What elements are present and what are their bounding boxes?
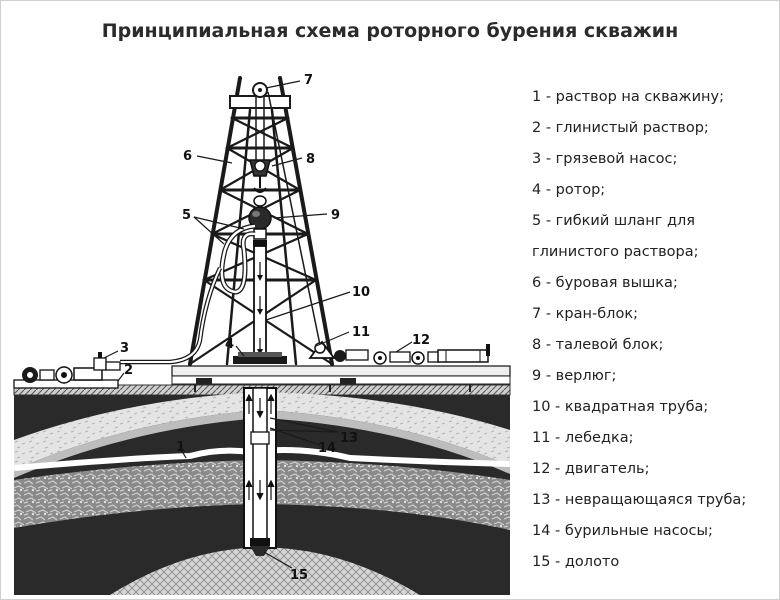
callout-3: 3 [120, 341, 129, 356]
drill-bit [250, 538, 270, 556]
callout-4: 4 [225, 337, 234, 352]
callout-14: 14 [318, 441, 336, 456]
legend-item: 15 - долото [532, 554, 620, 570]
mud-hose [120, 223, 256, 365]
traveling-block [249, 159, 271, 193]
callout-5: 5 [182, 208, 191, 223]
callout-2: 2 [124, 363, 133, 378]
callouts: 1 2 3 4 5 6 7 8 9 10 11 12 13 14 15 [120, 73, 430, 583]
legend: 1 - раствор на скважину; 2 - глинистый р… [532, 82, 772, 578]
diagram-title: Принципиальная схема роторного бурения с… [101, 20, 679, 42]
swivel [248, 195, 272, 246]
leader-lines [103, 80, 413, 569]
kelly-pipe [253, 245, 267, 357]
borehole [243, 387, 277, 549]
crown-block [229, 82, 291, 109]
legend-item: 12 - двигатель; [532, 461, 650, 477]
callout-10: 10 [352, 285, 370, 300]
legend-item: 6 - буровая вышка; [532, 275, 678, 291]
callout-12: 12 [412, 333, 430, 348]
platform [171, 365, 511, 392]
callout-8: 8 [306, 152, 315, 167]
drawworks [308, 340, 369, 362]
legend-item: 13 - невращающаяся труба; [532, 492, 747, 508]
legend-item: 11 - лебедка; [532, 430, 634, 446]
callout-13: 13 [340, 431, 358, 446]
legend-item: 8 - талевой блок; [532, 337, 664, 353]
legend-item: 3 - грязевой насос; [532, 151, 678, 167]
mud-pump [13, 352, 121, 389]
legend-item: 9 - верлюг; [532, 368, 617, 384]
rotary-table [233, 352, 287, 364]
callout-15: 15 [290, 568, 308, 583]
callout-6: 6 [183, 149, 192, 164]
callout-11: 11 [352, 325, 370, 340]
legend-item: 5 - гибкий шланг для [532, 213, 696, 229]
callout-1: 1 [176, 440, 185, 455]
legend-item: глинистого раствора; [532, 244, 699, 260]
legend-item: 10 - квадратная труба; [532, 399, 709, 415]
legend-item: 1 - раствор на скважину; [532, 89, 724, 105]
engine [373, 344, 490, 365]
legend-item: 14 - бурильные насосы; [532, 523, 713, 539]
legend-item: 2 - глинистый раствор; [532, 120, 709, 136]
callout-7: 7 [304, 73, 313, 88]
callout-9: 9 [331, 208, 340, 223]
hoist-lines [255, 91, 321, 346]
legend-item: 4 - ротор; [532, 182, 606, 198]
legend-item: 7 - кран-блок; [532, 306, 638, 322]
